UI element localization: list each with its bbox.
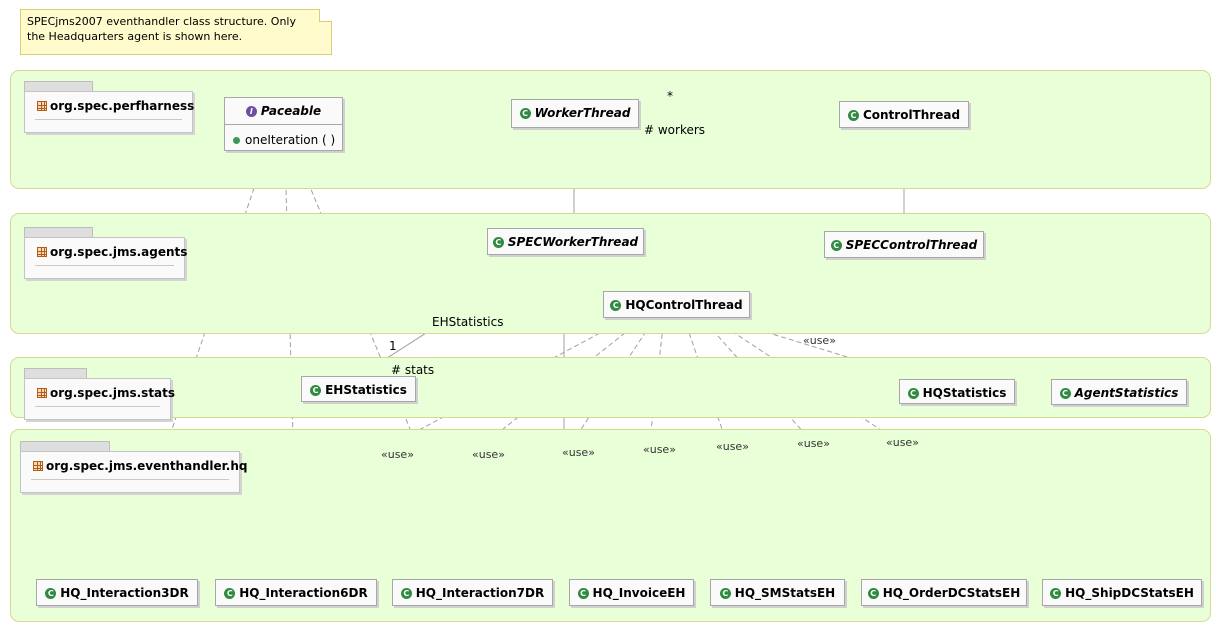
package-eventhandler-hq[interactable]: org.spec.jms.eventhandler.hq <box>20 451 247 493</box>
class-name: HQ_Interaction3DR <box>60 586 189 600</box>
package-stats[interactable]: org.spec.jms.stats <box>24 378 175 420</box>
class-name: HQ_ShipDCStatsEH <box>1065 586 1194 600</box>
package-icon <box>37 247 47 257</box>
package-icon <box>37 388 47 398</box>
class-icon: C <box>519 107 531 119</box>
class-icon: C <box>1059 387 1071 399</box>
class-name: ControlThread <box>862 108 961 122</box>
use-label: «use» <box>797 437 830 450</box>
class-name: AgentStatistics <box>1074 386 1179 400</box>
class-icon: C <box>400 587 412 599</box>
class-name: SPECWorkerThread <box>507 235 639 249</box>
class-name: HQ_Interaction6DR <box>239 586 368 600</box>
band-stats <box>10 357 1211 418</box>
package-label: org.spec.jms.eventhandler.hq <box>46 459 248 473</box>
interface-icon: I <box>245 105 257 117</box>
class-icon: C <box>847 109 859 121</box>
class-icon: C <box>1050 587 1062 599</box>
multiplicity-one-label: 1 <box>389 339 397 353</box>
package-label: org.spec.jms.agents <box>50 245 188 259</box>
ehstatistics-association-label: EHStatistics <box>432 315 504 329</box>
package-icon <box>33 461 43 471</box>
method-label: oneIteration ( ) <box>245 133 336 147</box>
class-name: HQControlThread <box>625 298 743 312</box>
class-icon: C <box>577 587 589 599</box>
class-icon: C <box>719 587 731 599</box>
stats-role-label: # stats <box>391 363 435 377</box>
package-label: org.spec.jms.stats <box>50 386 176 400</box>
note-folded-corner <box>319 9 332 22</box>
public-operation-icon <box>233 137 240 144</box>
class-icon: C <box>492 236 504 248</box>
class-icon: C <box>830 239 842 251</box>
class-icon: C <box>610 299 622 311</box>
use-label: «use» <box>886 436 919 449</box>
class-icon: C <box>867 587 879 599</box>
class-icon: C <box>907 387 919 399</box>
class-name: HQ_SMStatsEH <box>734 586 836 600</box>
class-icon: C <box>310 384 322 396</box>
package-agents[interactable]: org.spec.jms.agents <box>24 237 188 279</box>
use-label: «use» <box>472 448 505 461</box>
class-name: Paceable <box>260 104 322 118</box>
class-icon: C <box>45 587 57 599</box>
class-name: HQ_InvoiceEH <box>592 586 686 600</box>
diagram-note: SPECjms2007 eventhandler class structure… <box>20 9 332 55</box>
class-name: HQ_OrderDCStatsEH <box>882 586 1021 600</box>
package-perfharness[interactable]: org.spec.perfharness <box>24 91 195 133</box>
class-name: HQStatistics <box>922 386 1007 400</box>
class-name: EHStatistics <box>325 383 407 397</box>
workers-role-label: # workers <box>644 123 706 137</box>
note-line-2: the Headquarters agent is shown here. <box>27 30 243 43</box>
method-oneiteration[interactable]: oneIteration ( ) <box>233 133 335 147</box>
class-icon: C <box>224 587 236 599</box>
use-label: «use» <box>643 443 676 456</box>
package-label: org.spec.perfharness <box>50 99 195 113</box>
use-label: «use» <box>562 446 595 459</box>
note-line-1: SPECjms2007 eventhandler class structure… <box>27 15 296 28</box>
use-label: «use» <box>803 334 836 347</box>
multiplicity-star-label: * <box>667 89 673 103</box>
class-name: WorkerThread <box>534 106 631 120</box>
use-label: «use» <box>381 448 414 461</box>
use-label: «use» <box>716 440 749 453</box>
band-perfharness <box>10 70 1211 189</box>
class-name: SPECControlThread <box>845 238 978 252</box>
class-name: HQ_Interaction7DR <box>415 586 545 600</box>
package-icon <box>37 101 47 111</box>
